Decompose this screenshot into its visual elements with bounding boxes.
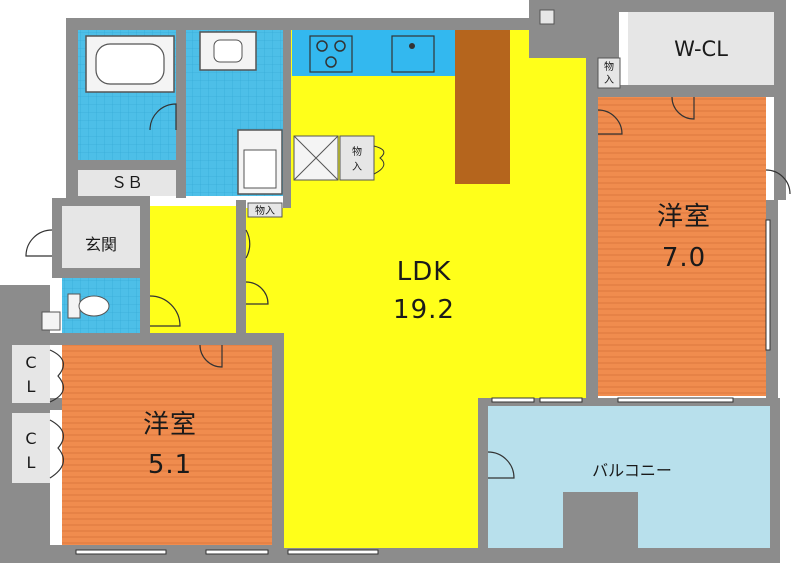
hall-door-icon: [245, 281, 269, 305]
pipe-shaft: [539, 9, 555, 25]
stove: [309, 35, 353, 73]
hall-door-icon: [245, 229, 251, 259]
washing-machine-tray: [243, 149, 277, 189]
balcony-door-icon: [487, 451, 515, 479]
toilet-bowl: [78, 295, 110, 317]
storage-hall: [247, 202, 283, 218]
entrance-door-icon: [25, 229, 53, 257]
door-swings: [25, 96, 791, 479]
western-room-east-name: 洋室: [657, 202, 711, 232]
closet-folding-door-icon: [49, 349, 65, 403]
shoe-box: [78, 170, 176, 196]
stove-burner-icon: [334, 40, 346, 52]
storage-hall-label: 物入: [255, 204, 275, 217]
storage-main: [339, 135, 375, 181]
closet-door-icon: [671, 96, 695, 120]
storage-east-label-top: 物: [604, 60, 614, 73]
entrance: [62, 206, 140, 268]
closet-folding-door-icon: [49, 419, 65, 479]
folding-door-icon: [373, 145, 385, 175]
closet-lower: [12, 413, 50, 483]
western-room-east-size: 7.0: [662, 243, 706, 273]
shoe-box-label: ＳＢ: [111, 173, 143, 192]
balcony-label: バルコニー: [592, 461, 672, 480]
western-room-west: [62, 345, 272, 545]
windows: [75, 219, 771, 555]
closet-upper-label-top: C: [25, 353, 36, 372]
storage-main-label-top: 物: [352, 145, 362, 158]
toilet-floor-box: [41, 311, 61, 331]
stove-burner-icon: [316, 40, 328, 52]
kitchen-counter: [292, 30, 455, 76]
closet-upper: [12, 345, 50, 403]
stove-burner-icon: [325, 56, 337, 68]
window-door-icon: [765, 169, 791, 195]
closet-upper-label-bottom: L: [27, 377, 36, 396]
walk-in-closet: [628, 12, 774, 85]
ldk-size: 19.2: [393, 295, 455, 325]
western-west-door-icon: [199, 344, 223, 368]
closet-lower-label-bottom: L: [27, 453, 36, 472]
kitchen-island: [455, 30, 510, 184]
toilet-tank: [67, 293, 81, 319]
wash-basin-bowl: [213, 39, 243, 63]
hallway: [150, 206, 236, 333]
refrigerator-cross-icon: [293, 135, 339, 181]
western-east-door-icon: [597, 109, 623, 135]
storage-main-label-bottom: 入: [352, 162, 362, 173]
western-room-west-name: 洋室: [143, 410, 197, 440]
entrance-label: 玄関: [85, 235, 117, 254]
faucet-icon: [409, 43, 415, 49]
bathroom-door-icon: [149, 103, 177, 131]
bathtub-basin: [95, 43, 165, 85]
storage-east-label-bottom: 入: [604, 75, 614, 86]
storage-east: [597, 57, 621, 89]
toilet-door-icon: [149, 295, 181, 327]
western-room-east: [598, 97, 766, 396]
western-room-west-size: 5.1: [148, 450, 192, 480]
ldk-name: LDK: [397, 257, 452, 287]
kitchen-sink: [391, 35, 435, 73]
walk-in-closet-label: W-CL: [674, 37, 728, 61]
balcony-column: [563, 492, 638, 552]
closet-lower-label-top: C: [25, 429, 36, 448]
